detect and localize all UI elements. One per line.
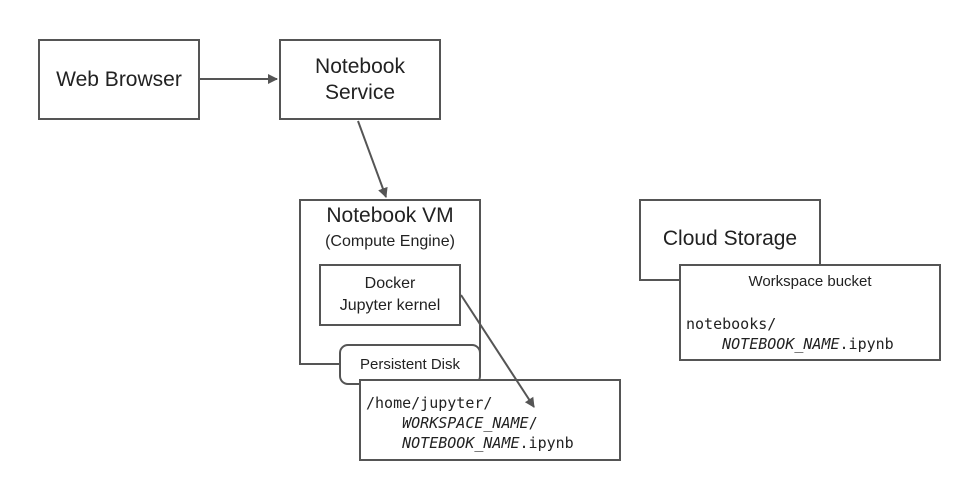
disk-path-slash: /: [528, 414, 538, 432]
disk-path-extension: .ipynb: [519, 434, 574, 452]
bucket-path-text: notebooks/ NOTEBOOK_NAME.ipynb: [686, 314, 894, 354]
cloud-storage-label: Cloud Storage: [662, 227, 798, 250]
disk-notebook-name-placeholder: NOTEBOOK_NAME: [402, 434, 520, 452]
persistent-disk-path-box: /home/jupyter/ WORKSPACE_NAME/ NOTEBOOK_…: [359, 379, 621, 461]
notebook-service-line2: Service: [324, 80, 396, 104]
workspace-bucket-label: Workspace bucket: [748, 273, 872, 290]
persistent-disk-label: Persistent Disk: [359, 356, 461, 373]
notebook-vm-subtitle: (Compute Engine): [325, 233, 455, 250]
bucket-path-line1: notebooks/: [686, 315, 777, 333]
web-browser-box: Web Browser: [38, 39, 200, 120]
docker-kernel-box: Docker Jupyter kernel: [319, 264, 461, 326]
notebook-service-line1: Notebook: [315, 54, 405, 78]
workspace-name-placeholder: WORKSPACE_NAME: [402, 414, 529, 432]
notebook-vm-title: Notebook VM: [326, 204, 454, 227]
web-browser-label: Web Browser: [56, 67, 182, 91]
disk-path-text: /home/jupyter/ WORKSPACE_NAME/ NOTEBOOK_…: [366, 393, 574, 453]
workspace-bucket-box: Workspace bucket notebooks/ NOTEBOOK_NAM…: [679, 264, 941, 361]
bucket-path-extension: .ipynb: [839, 335, 894, 353]
notebook-service-box: Notebook Service: [279, 39, 441, 120]
jupyter-kernel-label: Jupyter kernel: [339, 297, 441, 314]
docker-label: Docker: [364, 275, 416, 292]
bucket-notebook-name-placeholder: NOTEBOOK_NAME: [722, 335, 840, 353]
disk-path-line1: /home/jupyter/: [366, 394, 493, 412]
service-to-vm-arrow: [357, 120, 388, 198]
